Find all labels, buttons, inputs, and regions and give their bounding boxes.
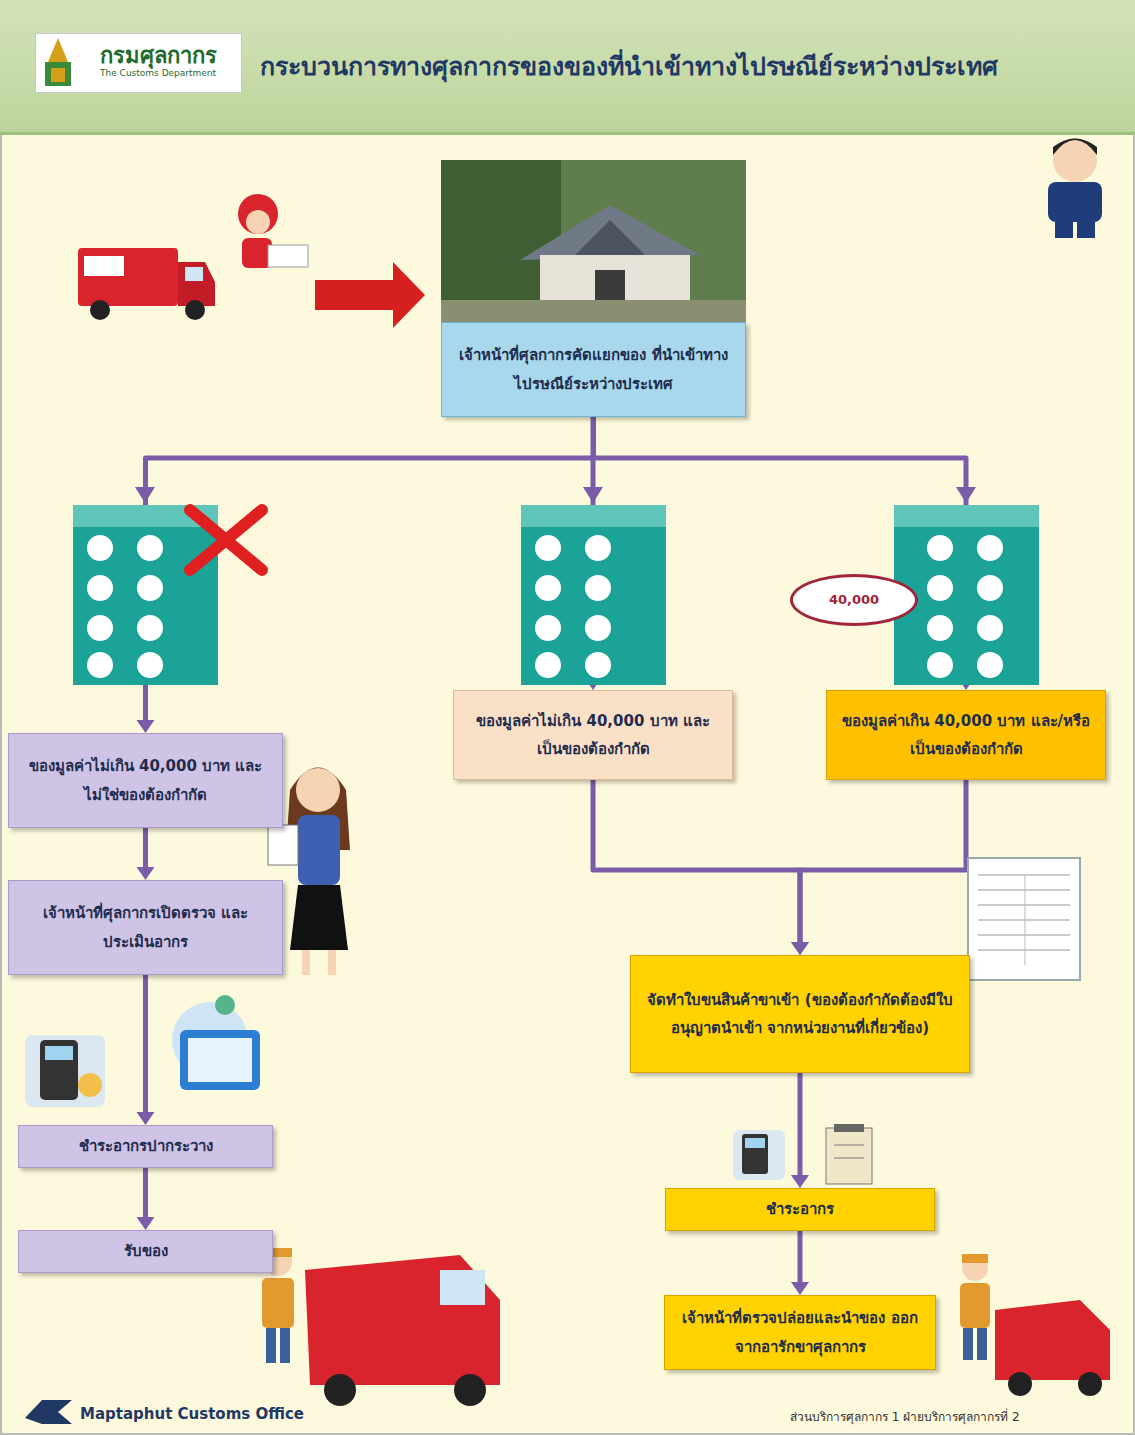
- connector-line: [593, 780, 800, 945]
- customs-building: [441, 160, 746, 322]
- arrow-head: [791, 942, 809, 955]
- flow-connector: [791, 1231, 809, 1296]
- delivery-man-truck: [262, 1248, 500, 1406]
- condition-box: ของมูลค่าไม่เกิน 40,000 บาท และไม่ใช่ของ…: [8, 733, 283, 828]
- connector-line: [143, 828, 148, 870]
- node-text: ชำระอากรปากระวาง: [79, 1132, 213, 1161]
- arrow-head: [791, 1282, 809, 1295]
- process-box: เจ้าหน้าที่ศุลกากรเปิดตรวจ และประเมินอาก…: [8, 880, 283, 975]
- arrow-head: [137, 1112, 155, 1125]
- process-box: ชำระอากร: [665, 1188, 935, 1231]
- logo-subtext: The Customs Department: [100, 68, 216, 78]
- node-text: ของมูลค่าเกิน 40,000 บาท และ/หรือเป็นของ…: [841, 707, 1091, 764]
- restricted-goods-poster: [73, 505, 262, 685]
- connector-line: [143, 975, 148, 1115]
- flow-connector: [791, 780, 966, 955]
- node-text: เจ้าหน้าที่ตรวจปล่อยและนำของ ออกจากอารัก…: [679, 1304, 921, 1361]
- flow-connector: [137, 1168, 155, 1231]
- poster-arrowheads: [135, 487, 976, 503]
- process-box: ชำระอากรปากระวาง: [18, 1125, 273, 1168]
- process-box: รับของ: [18, 1230, 273, 1273]
- flow-arrow: [315, 262, 425, 328]
- arrow-head: [791, 942, 809, 955]
- postman-figure: [238, 194, 308, 268]
- condition-box: ของมูลค่าเกิน 40,000 บาท และ/หรือเป็นของ…: [826, 690, 1106, 780]
- logo-emblem: [45, 38, 71, 86]
- flow-connector: [791, 1073, 809, 1188]
- restricted-goods-poster: [521, 505, 666, 685]
- process-box: จัดทำใบขนสินค้าขาเข้า (ของต้องกำกัดต้องม…: [630, 955, 970, 1073]
- arrow-head: [137, 867, 155, 880]
- flow-connector: [593, 780, 809, 955]
- connector-line: [800, 780, 966, 945]
- footer-office: Maptaphut Customs Office: [80, 1405, 304, 1423]
- process-box: เจ้าหน้าที่ตรวจปล่อยและนำของ ออกจากอารัก…: [664, 1295, 936, 1370]
- delivery-truck: [78, 248, 215, 320]
- declaration-form: [968, 858, 1080, 980]
- arrow-head: [791, 1175, 809, 1188]
- condition-box: ของมูลค่าไม่เกิน 40,000 บาท และเป็นของต้…: [453, 690, 733, 780]
- delivery-man-truck: [960, 1254, 1110, 1396]
- node-text: ของมูลค่าไม่เกิน 40,000 บาท และเป็นของต้…: [468, 707, 718, 764]
- value-oval: 40,000: [790, 574, 918, 626]
- node-text: จัดทำใบขนสินค้าขาเข้า (ของต้องกำกัดต้องม…: [645, 986, 955, 1043]
- office-logo: [25, 1400, 72, 1424]
- node-text: ชำระอากร: [766, 1195, 834, 1224]
- node-text: 40,000: [829, 588, 879, 613]
- logo-text: กรมศุลกากร: [100, 38, 217, 73]
- node-text: เจ้าหน้าที่ศุลกากรคัดแยกของ ที่นำเข้าทาง…: [456, 341, 731, 398]
- process-box: เจ้าหน้าที่ศุลกากรคัดแยกของ ที่นำเข้าทาง…: [441, 322, 746, 417]
- flow-connector: [137, 975, 155, 1125]
- payment-icons: [733, 1124, 872, 1184]
- connector-line: [143, 1168, 148, 1221]
- payment-icons: [25, 995, 260, 1107]
- node-text: รับของ: [124, 1237, 168, 1266]
- connector-line: [798, 1231, 803, 1286]
- footer-note: ส่วนบริการศุลกากร 1 ฝ่ายบริการศุลกากรที่…: [790, 1407, 1020, 1426]
- flow-connector: [137, 828, 155, 880]
- arrow-head: [137, 720, 155, 733]
- node-text: เจ้าหน้าที่ศุลกากรเปิดตรวจ และประเมินอาก…: [23, 899, 268, 956]
- connector-line: [798, 1073, 803, 1178]
- arrow-head: [137, 1217, 155, 1230]
- officer-figure: [1048, 138, 1102, 238]
- diagram-title: กระบวนการทางศุลกากรของของที่นำเข้าทางไปร…: [260, 46, 998, 86]
- node-text: ของมูลค่าไม่เกิน 40,000 บาท และไม่ใช่ของ…: [23, 752, 268, 809]
